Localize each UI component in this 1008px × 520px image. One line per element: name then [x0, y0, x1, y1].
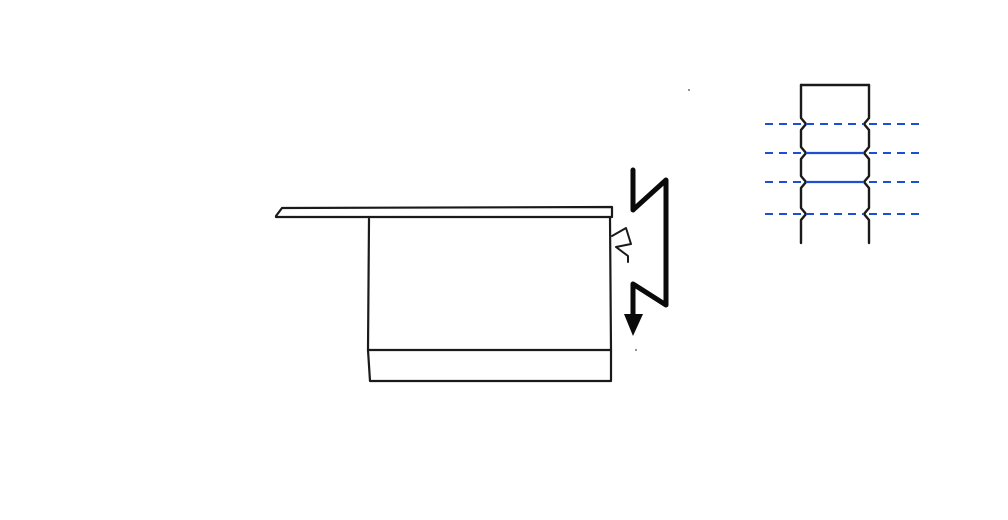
lid-outline — [274, 205, 614, 219]
interlock-column-detail — [765, 83, 925, 245]
box-left-edge — [366, 217, 371, 352]
lid — [274, 205, 614, 219]
base-outline — [366, 348, 613, 383]
latch-tab-icon — [611, 227, 632, 263]
box-right-edge — [608, 216, 613, 352]
column-right-side — [862, 83, 871, 245]
speck-mark — [688, 89, 690, 91]
speck-mark — [635, 349, 637, 351]
zigzag-arrow-head — [624, 314, 643, 336]
base-plinth — [366, 348, 613, 383]
zigzag-arrow-shaft — [630, 167, 669, 321]
box-body — [366, 216, 613, 352]
speck-marks — [635, 89, 690, 351]
column-left-side — [799, 83, 808, 245]
latch-tab-outline — [611, 227, 632, 263]
zigzag-down-arrow-icon — [624, 167, 669, 336]
box-assembly — [274, 205, 632, 383]
